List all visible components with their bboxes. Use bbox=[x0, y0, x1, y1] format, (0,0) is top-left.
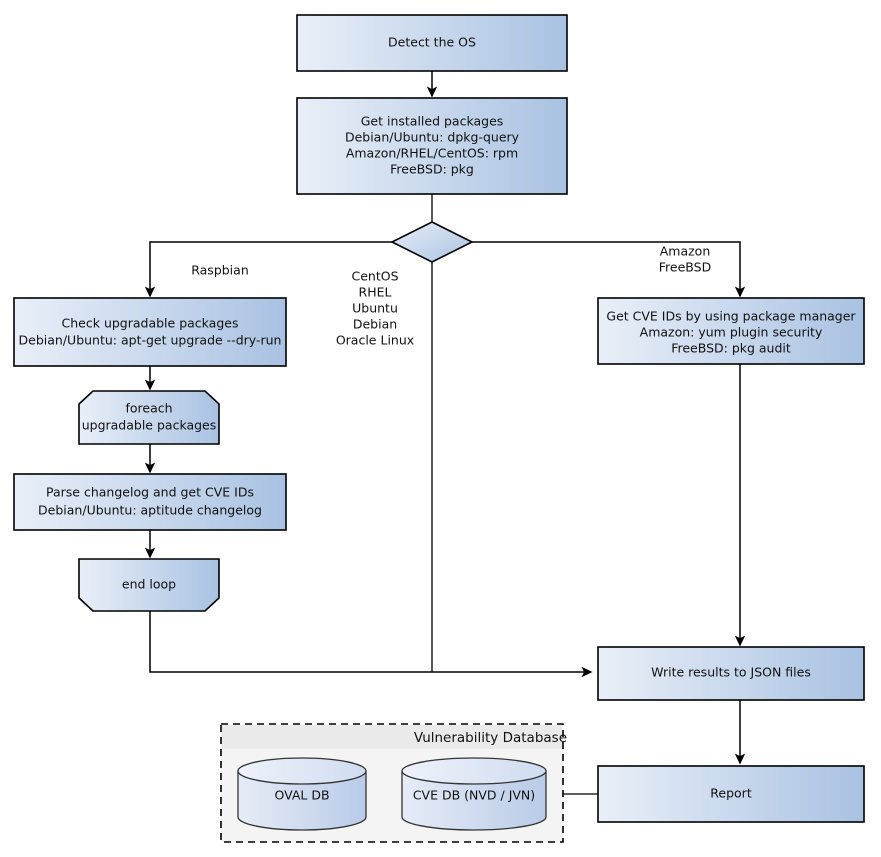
connectors bbox=[144, 71, 746, 795]
write-results-label: Write results to JSON files bbox=[651, 665, 811, 680]
get-installed-packages-line-4: FreeBSD: pkg bbox=[390, 162, 474, 177]
get-cve-ids-line-3: FreeBSD: pkg audit bbox=[671, 341, 791, 356]
branch-label-middle-4: Debian bbox=[353, 317, 397, 332]
get-installed-packages-line-2: Debian/Ubuntu: dpkg-query bbox=[345, 130, 520, 145]
report-node[interactable]: Report bbox=[597, 765, 865, 823]
foreach-loop-node[interactable]: foreach upgradable packages bbox=[78, 390, 220, 445]
parse-changelog-box bbox=[13, 473, 287, 531]
end-loop-label: end loop bbox=[122, 577, 176, 592]
get-installed-packages-box bbox=[296, 97, 568, 195]
get-installed-packages-line-3: Amazon/RHEL/CentOS: rpm bbox=[346, 146, 518, 161]
parse-changelog-node[interactable]: Parse changelog and get CVE IDs Debian/U… bbox=[13, 473, 287, 531]
os-decision-diamond bbox=[390, 221, 474, 263]
branch-label-middle-2: RHEL bbox=[359, 285, 392, 300]
branch-label-right-1: Amazon bbox=[660, 244, 711, 259]
branch-label-right-2: FreeBSD bbox=[659, 260, 711, 275]
oval-db-cylinder-top bbox=[237, 757, 367, 785]
check-upgradable-box bbox=[13, 297, 287, 367]
write-results-node[interactable]: Write results to JSON files bbox=[597, 646, 865, 701]
detect-os-label: Detect the OS bbox=[388, 35, 476, 50]
parse-changelog-line-2: Debian/Ubuntu: aptitude changelog bbox=[38, 503, 262, 518]
detect-os-box bbox=[296, 14, 568, 72]
oval-db-cylinder-body bbox=[237, 770, 367, 831]
branch-label-middle-1: CentOS bbox=[351, 269, 398, 284]
cve-db-cylinder-top bbox=[401, 757, 547, 785]
branch-labels: Raspbian CentOS RHEL Ubuntu Debian Oracl… bbox=[191, 244, 711, 348]
check-upgradable-line-1: Check upgradable packages bbox=[62, 316, 239, 331]
branch-label-middle-5: Oracle Linux bbox=[336, 333, 414, 348]
edge-endloop-to-writeresults bbox=[149, 611, 593, 678]
os-decision-node[interactable] bbox=[390, 221, 474, 263]
get-installed-packages-node[interactable]: Get installed packages Debian/Ubuntu: dp… bbox=[296, 97, 568, 195]
cve-db-label: CVE DB (NVD / JVN) bbox=[413, 788, 535, 803]
oval-db-label: OVAL DB bbox=[274, 788, 329, 803]
cve-db-node[interactable]: CVE DB (NVD / JVN) bbox=[401, 757, 547, 831]
get-cve-ids-box bbox=[597, 297, 865, 365]
vulnerability-database-header-band bbox=[222, 725, 562, 749]
check-upgradable-node[interactable]: Check upgradable packages Debian/Ubuntu:… bbox=[13, 297, 287, 367]
report-box bbox=[597, 765, 865, 823]
edge-decision-right-amazon-freebsd bbox=[472, 241, 746, 298]
cve-db-cylinder-body bbox=[401, 770, 547, 831]
oval-db-node[interactable]: OVAL DB bbox=[237, 757, 367, 831]
foreach-loop-line-2: upgradable packages bbox=[82, 418, 217, 433]
foreach-loop-shape bbox=[78, 390, 220, 445]
get-cve-ids-line-1: Get CVE IDs by using package manager bbox=[606, 309, 856, 324]
get-installed-packages-line-1: Get installed packages bbox=[361, 114, 504, 129]
check-upgradable-line-2: Debian/Ubuntu: apt-get upgrade --dry-run bbox=[19, 333, 282, 348]
report-label: Report bbox=[710, 786, 752, 801]
get-cve-ids-node[interactable]: Get CVE IDs by using package manager Ama… bbox=[597, 297, 865, 365]
branch-label-raspbian: Raspbian bbox=[191, 263, 249, 278]
end-loop-node[interactable]: end loop bbox=[78, 558, 220, 612]
parse-changelog-line-1: Parse changelog and get CVE IDs bbox=[46, 485, 254, 500]
edge-decision-left-raspbian bbox=[144, 241, 392, 298]
end-loop-shape bbox=[78, 558, 220, 612]
write-results-box bbox=[597, 646, 865, 701]
foreach-loop-line-1: foreach bbox=[125, 401, 172, 416]
vulnerability-database-title: Vulnerability Database bbox=[414, 730, 567, 746]
detect-os-node[interactable]: Detect the OS bbox=[296, 14, 568, 72]
branch-label-middle-3: Ubuntu bbox=[352, 301, 398, 316]
get-cve-ids-line-2: Amazon: yum plugin security bbox=[640, 325, 823, 340]
